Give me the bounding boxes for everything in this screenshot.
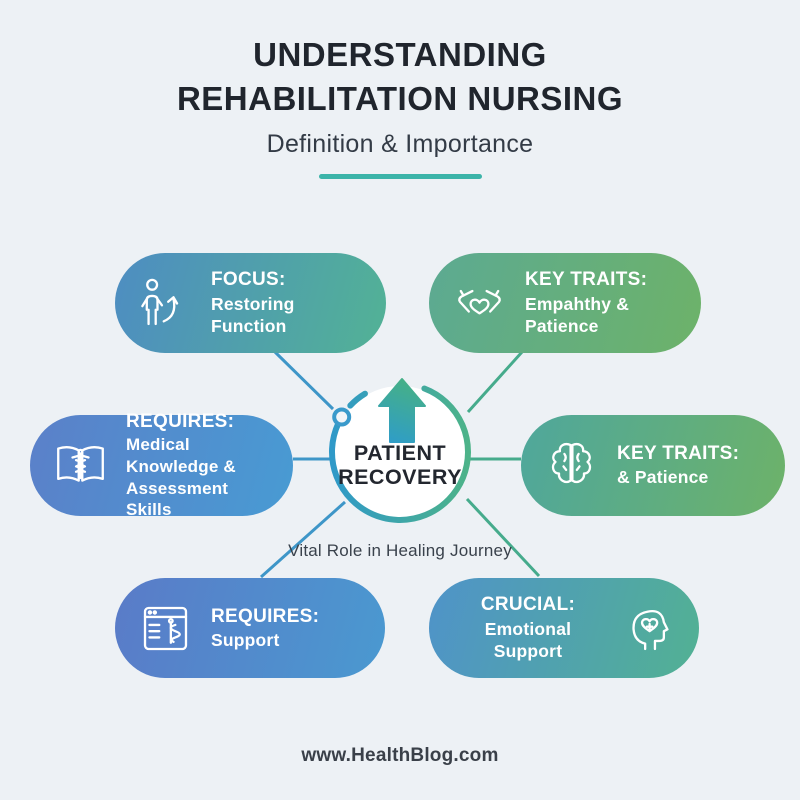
ring-node — [332, 407, 352, 427]
capsule-line: Assessment Skills — [126, 478, 229, 520]
up-arrow-icon — [378, 378, 426, 443]
center-caption: Vital Role in Healing Journey — [288, 541, 512, 560]
center-circle — [334, 386, 466, 518]
medical-chart-icon — [137, 600, 194, 657]
capsule-crucial: CRUCIAL: Emotional Support — [429, 578, 699, 678]
center-ring-main-arc — [329, 385, 471, 523]
connector-bottom-left — [260, 500, 346, 579]
capsule-text: FOCUS: Restoring Function — [211, 268, 368, 337]
capsule-key-traits-1: KEY TRAITS: Empahthy & Patience — [429, 253, 701, 353]
capsule-title: REQUIRES: — [211, 605, 320, 627]
page-title-line1: UNDERSTANDING — [253, 36, 547, 73]
page-title: UNDERSTANDING REHABILITATION NURSING — [0, 33, 800, 121]
capsule-title: FOCUS: — [211, 269, 286, 291]
capsule-title: KEY TRAITS: — [617, 443, 740, 465]
website-url: www.HealthBlog.com — [301, 745, 499, 766]
capsule-title: CRUCIAL: — [480, 594, 576, 616]
title-divider — [318, 173, 482, 179]
center-ring-dash-arc — [347, 390, 368, 409]
capsule-line: Medical Knowledge & — [126, 435, 236, 476]
book-caduceus-icon — [52, 437, 109, 494]
connector-top-right — [466, 350, 524, 414]
connector-top-left — [273, 350, 335, 411]
capsule-line: Support — [211, 629, 280, 650]
capsule-title: KEY TRAITS: — [525, 269, 648, 291]
center-label-line2: RECOVERY — [338, 464, 462, 489]
capsule-line: Restoring Function — [211, 293, 295, 337]
page-subtitle: Definition & Importance — [266, 129, 534, 158]
capsule-line: Emotional Support — [484, 618, 572, 662]
capsule-text: KEY TRAITS: & Patience — [617, 442, 739, 489]
person-recovery-icon — [137, 275, 194, 332]
capsule-requires-support: REQUIRES: Support — [115, 578, 385, 678]
page-title-line2: REHABILITATION NURSING — [176, 79, 624, 117]
capsule-line: Empahthy & Patience — [525, 293, 630, 337]
capsule-focus: FOCUS: Restoring Function — [115, 253, 386, 353]
capsule-line: & Patience — [617, 467, 709, 488]
capsule-key-traits-2: KEY TRAITS: & Patience — [521, 415, 785, 516]
capsule-text: KEY TRAITS: Empahthy & Patience — [525, 268, 683, 337]
capsule-text: CRUCIAL: Emotional Support — [451, 593, 605, 662]
capsule-title: REQUIRES: — [126, 410, 235, 432]
connector-bottom-right — [465, 497, 541, 578]
center-label-line1: PATIENT — [353, 441, 447, 465]
capsule-text: REQUIRES: Support — [211, 605, 319, 652]
head-heart-icon — [622, 600, 679, 657]
header: UNDERSTANDING REHABILITATION NURSING Def… — [0, 33, 800, 179]
capsule-requires-knowledge: REQUIRES: Medical Knowledge & Assessment… — [30, 411, 293, 519]
center-label: PATIENT RECOVERY — [300, 441, 500, 489]
capsule-text: REQUIRES: Medical Knowledge & Assessment… — [126, 410, 275, 521]
brain-icon — [543, 437, 600, 494]
heart-hands-icon — [451, 275, 508, 332]
